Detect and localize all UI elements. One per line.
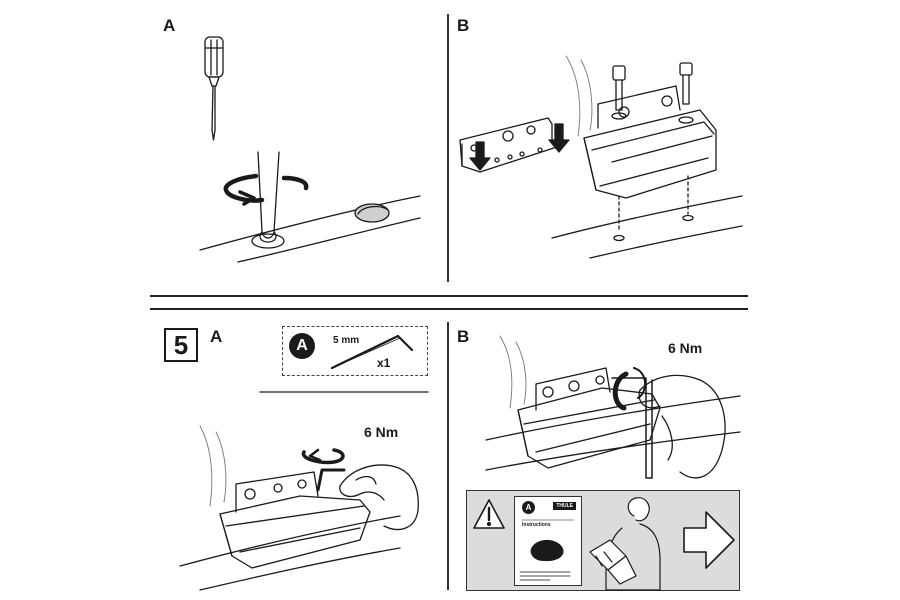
panel-label-bottom-b: B [457,327,470,346]
hex-key-icon [330,334,414,370]
tool-badge: A [289,333,315,359]
warning-icon [473,499,505,529]
section-divider-upper [150,295,748,297]
step-number-box: 5 [164,328,198,362]
panel-label-top-a: A [163,16,176,35]
torque-label-left: 6 Nm [364,424,399,440]
section-divider-lower [150,308,748,310]
booklet-brand: THULE [553,502,576,510]
right-arrow-icon [683,511,735,569]
panel-label-top-b: B [457,16,470,35]
torque-label-right: 6 Nm [668,340,703,356]
vertical-divider-bottom [447,322,449,590]
rotate-arrow-icon [223,173,309,206]
screwdriver-icon [204,36,224,141]
booklet-title: Instructions [522,522,551,528]
booklet-badge: A [522,501,535,514]
vertical-divider-top [447,14,449,282]
down-arrow-icon [469,123,570,171]
tool-callout-box: A 5 mm x1 [282,326,428,376]
tool-size-label: 5 mm [333,335,360,346]
panel-label-bottom-a: A [210,327,223,346]
tool-quantity-label: x1 [377,356,391,370]
